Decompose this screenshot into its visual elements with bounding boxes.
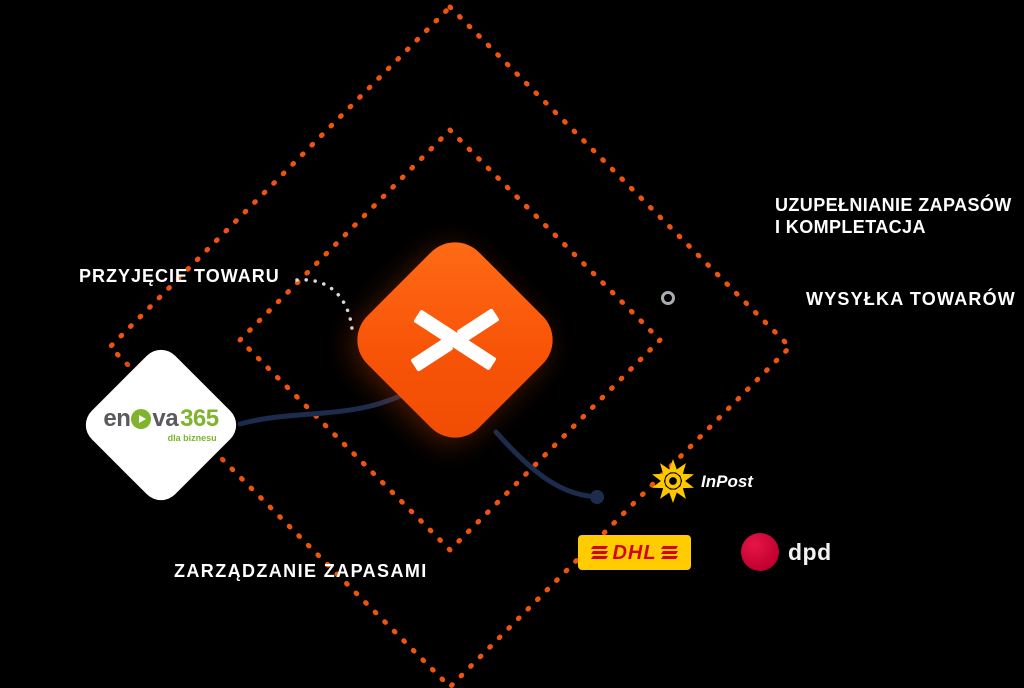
dpd-logo: dpd	[741, 533, 832, 571]
wms-x-logo-icon	[411, 308, 499, 372]
dhl-left-stripes-icon	[591, 546, 609, 559]
dhl-right-stripes-icon	[660, 546, 678, 559]
enova-prefix-text: en	[103, 405, 131, 432]
small-ring-icon	[661, 291, 675, 305]
label-replenishment: UZUPEŁNIANIE ZAPASÓW I KOMPLETACJA	[775, 194, 1024, 238]
label-replenishment-line1: UZUPEŁNIANIE ZAPASÓW	[775, 195, 1012, 215]
wms-center-diamond-content	[376, 261, 534, 419]
dpd-name-text: dpd	[788, 538, 832, 565]
label-goods-receipt: PRZYJĘCIE TOWARU	[79, 266, 280, 286]
enova365-wordmark: en va 365	[103, 405, 219, 432]
dpd-sphere-icon	[741, 533, 779, 571]
enova365-diamond-content: en va 365 dla biznesu	[102, 366, 220, 484]
outer-dotted-diamond	[107, 4, 793, 688]
enova365-logo: en va 365 dla biznesu	[103, 405, 219, 443]
shipping-connector-line	[493, 429, 592, 499]
label-replenishment-line2: I KOMPLETACJA	[775, 217, 926, 237]
wms-center-diamond	[343, 228, 567, 452]
label-inventory-management: ZARZĄDZANIE ZAPASAMI	[174, 561, 428, 581]
label-shipping: WYSYŁKA TOWARÓW	[806, 289, 1016, 309]
middle-dotted-diamond	[237, 127, 663, 553]
enova-play-circle-icon	[131, 409, 152, 429]
shipping-connector-endpoint-dot	[590, 490, 604, 504]
enova-365-text: 365	[180, 405, 219, 432]
goods-receipt-dotted-connector	[295, 278, 354, 331]
enova-tagline: dla biznesu	[167, 433, 217, 443]
inpost-name-text: InPost	[701, 471, 753, 491]
enova-suffix-text: va	[152, 405, 179, 432]
inpost-sun-icon	[652, 458, 694, 504]
dhl-logo: DHL	[578, 535, 691, 570]
enova365-diamond: en va 365 dla biznesu	[77, 341, 245, 509]
enova-connector-line	[237, 393, 403, 427]
inpost-logo: InPost	[650, 458, 753, 504]
dhl-name-text: DHL	[612, 541, 657, 564]
